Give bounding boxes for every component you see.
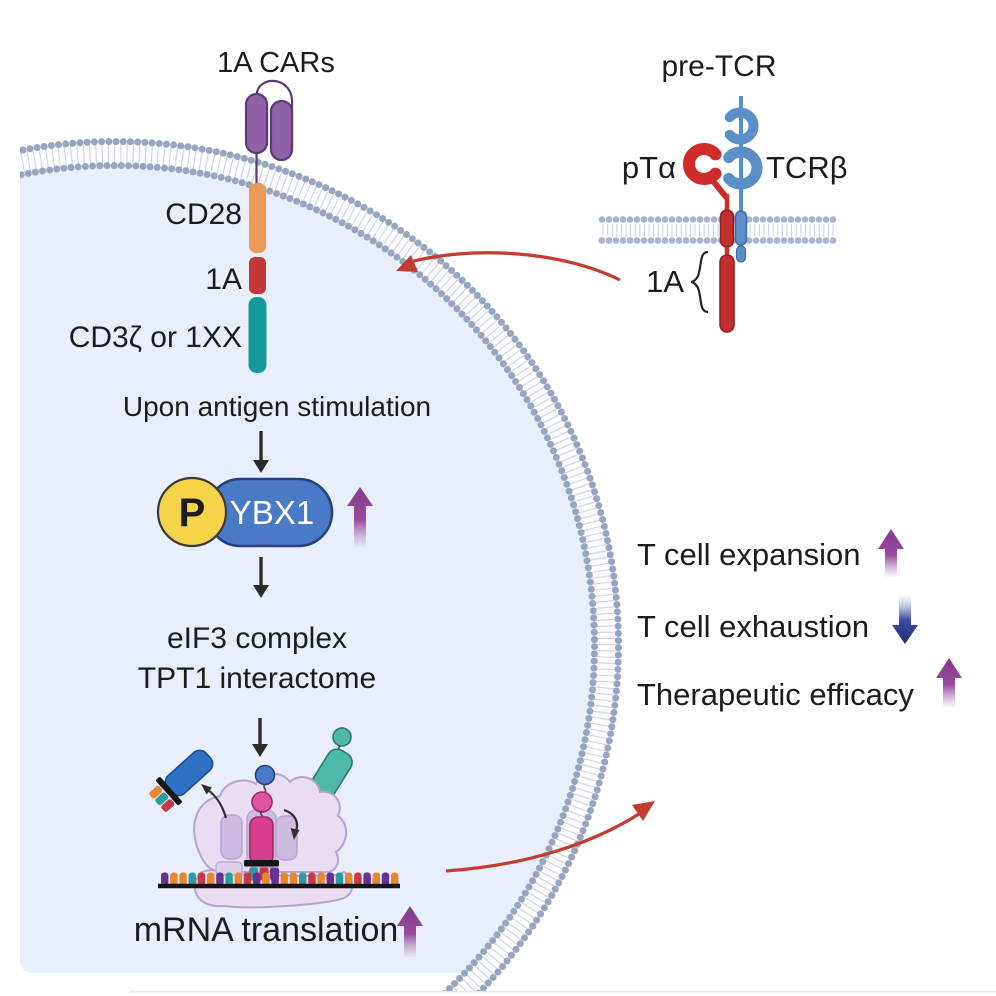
mrna-strand (161, 872, 399, 886)
trna-blue (149, 749, 214, 812)
outcome-label: T cell expansion (637, 537, 860, 572)
ptalpha-transmembrane (719, 209, 735, 248)
red-arrow-out (445, 801, 655, 873)
outcome-efficacy: Therapeutic efficacy (637, 658, 962, 712)
mrna-translation-label: mRNA translation (134, 911, 399, 949)
phospho-ybx1: P YBX1 (156, 476, 373, 548)
cd3z-label: CD3ζ or 1XX (69, 321, 242, 354)
tcrb-transmembrane (734, 210, 748, 246)
cd28-label: CD28 (165, 198, 242, 231)
phospho-label: P (179, 491, 206, 535)
black-arrow-exit (201, 784, 228, 819)
outcome-label: T cell exhaustion (637, 609, 869, 644)
ptalpha-domain (683, 143, 722, 185)
tcrb-tail (735, 245, 747, 263)
outcome-exhaustion: T cell exhaustion (637, 596, 918, 644)
tpt1-label: TPT1 interactome (138, 662, 376, 695)
ribosome-a-site (275, 815, 298, 861)
brace (690, 250, 709, 314)
car-title: 1A CARs (217, 47, 335, 79)
down-flow-arrow-2 (253, 557, 269, 598)
up-arrow (347, 487, 373, 547)
red-curve (445, 810, 643, 873)
down-arrow (892, 596, 918, 644)
up-arrow (878, 529, 904, 577)
tcrb-label: TCRβ (766, 150, 848, 185)
black-arrow-entry (283, 808, 300, 840)
ribosome-e-site (220, 814, 243, 860)
cd3z-domain (248, 297, 267, 373)
membrane-lipid-heads (20, 138, 622, 991)
pretcr-title: pre-TCR (661, 50, 776, 83)
anticodon-bar (244, 860, 279, 867)
scfv-domain-right (269, 99, 294, 162)
outcome-label: Therapeutic efficacy (637, 677, 914, 712)
tcrb-domain-upper (724, 107, 759, 145)
membrane-lipid-tails (20, 142, 618, 991)
amino-acid-pink (251, 791, 273, 813)
scfv-domain-left (244, 92, 269, 155)
car-receptor: 1A CARs CD28 1A CD3ζ or 1XX (69, 47, 335, 373)
one-a-intracellular-rod (719, 254, 735, 333)
pretcr-1a-label: 1A (646, 264, 684, 299)
one-a-label: 1A (205, 263, 242, 296)
eif3-label: eIF3 complex (167, 622, 347, 655)
ribosome-illustration (149, 727, 400, 909)
one-a-domain (249, 257, 266, 294)
ptalpha-label: pTα (622, 150, 676, 185)
trna-pink (249, 816, 274, 865)
red-curve (409, 251, 621, 282)
pre-tcr-receptor: pre-TCR pTα TCRβ 1A (598, 50, 848, 333)
phospho-circle (156, 476, 228, 548)
red-arrow-in (396, 251, 621, 282)
red-arrowhead (632, 801, 655, 821)
up-arrow (397, 906, 423, 957)
outcome-expansion: T cell expansion (637, 529, 904, 577)
straight-membrane (598, 216, 837, 244)
cd28-domain (249, 183, 266, 253)
down-flow-arrow-3 (252, 718, 268, 757)
amino-acid-blue (254, 764, 276, 786)
tcrb-domain-lower (723, 146, 763, 190)
red-arrowhead (396, 255, 418, 272)
down-flow-arrow-1 (253, 431, 269, 473)
figure-edge-line (130, 991, 996, 993)
stimulation-label: Upon antigen stimulation (123, 391, 431, 422)
up-arrow (936, 658, 962, 707)
ybx1-label: YBX1 (230, 494, 314, 531)
